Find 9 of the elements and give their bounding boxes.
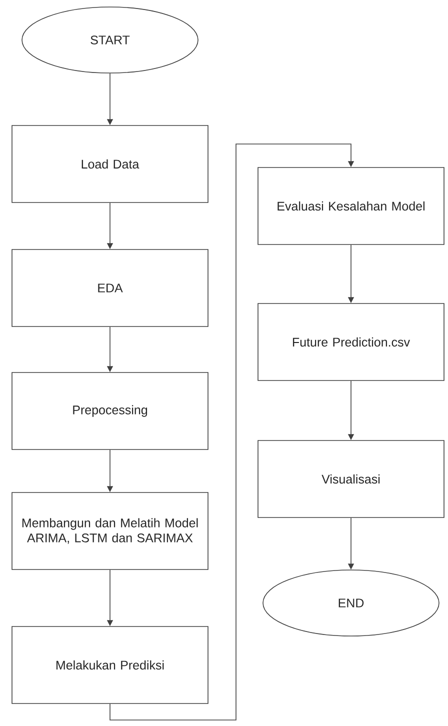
process-box: Membangun dan Melatih Model ARIMA, LSTM dan SARIMAX bbox=[12, 492, 208, 570]
process-box: Melakukan Prediksi bbox=[12, 626, 208, 704]
process-box: Evaluasi Kesalahan Model bbox=[258, 167, 444, 245]
process-box: Future Prediction.csv bbox=[258, 303, 444, 381]
process-box: Visualisasi bbox=[258, 440, 444, 518]
process-box: Prepocessing bbox=[12, 372, 208, 450]
arrow bbox=[110, 144, 354, 720]
process-box: EDA bbox=[12, 249, 208, 327]
process-box: Load Data bbox=[12, 125, 208, 203]
